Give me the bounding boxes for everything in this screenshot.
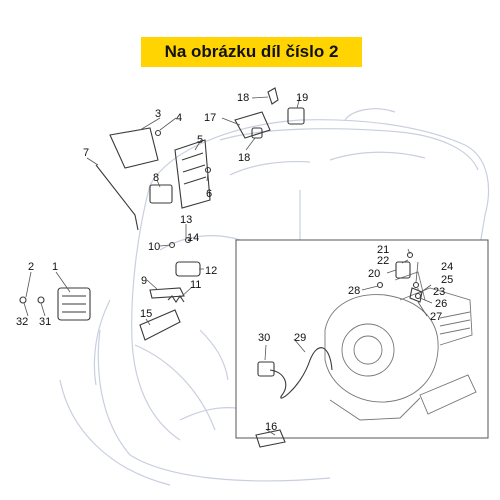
part-strap	[149, 287, 185, 299]
callout-5: 5	[197, 134, 203, 146]
callout-11: 11	[190, 279, 201, 291]
callout-1: 1	[52, 261, 58, 273]
callout-26: 26	[435, 298, 447, 310]
part-cable	[269, 347, 333, 399]
callout-18-bottom: 18	[238, 152, 250, 164]
part-pickup	[257, 361, 275, 377]
callout-20: 20	[368, 268, 380, 280]
callout-7: 7	[83, 147, 89, 159]
callout-32: 32	[16, 316, 28, 328]
callout-25: 25	[441, 274, 453, 286]
scooter-frame-outline	[59, 108, 490, 486]
callout-19: 19	[296, 92, 308, 104]
part-switch	[175, 261, 201, 277]
part-bracket	[109, 127, 159, 169]
callout-29: 29	[294, 332, 306, 344]
part-screw-32	[19, 296, 27, 304]
callout-10: 10	[148, 241, 160, 253]
part-sensor	[267, 87, 279, 105]
callout-15: 15	[140, 308, 152, 320]
callout-17: 17	[204, 112, 216, 124]
callout-14: 14	[187, 232, 199, 244]
callout-labels: 1 2 3 4 5 6 7 8 9 10 11 12 13 14 15 16 1…	[16, 92, 453, 433]
callout-21: 21	[377, 244, 389, 256]
callout-31: 31	[39, 316, 51, 328]
callout-4: 4	[176, 112, 182, 124]
callout-9: 9	[141, 275, 147, 287]
part-clip	[255, 429, 286, 448]
callout-2: 2	[28, 261, 34, 273]
part-spring	[167, 295, 185, 303]
callout-8: 8	[153, 172, 159, 184]
callout-28: 28	[348, 285, 360, 297]
banner-text: Na obrázku díl číslo 2	[164, 42, 339, 61]
engine-drawing	[324, 271, 477, 421]
part-number-banner: Na obrázku díl číslo 2	[141, 37, 362, 67]
callout-24: 24	[441, 261, 453, 273]
part-plate	[139, 309, 181, 341]
part-sensor-bracket	[234, 111, 271, 139]
part-relay	[149, 184, 173, 204]
callout-22: 22	[377, 255, 389, 267]
part-regulator	[57, 287, 91, 321]
callout-12: 12	[205, 265, 217, 277]
callout-30: 30	[258, 332, 270, 344]
callout-27: 27	[430, 311, 442, 323]
leader-lines	[23, 96, 433, 436]
part-connector	[287, 107, 305, 125]
callout-6: 6	[206, 188, 212, 200]
parts-group	[19, 87, 423, 448]
part-cable-tie	[95, 164, 139, 231]
callout-3: 3	[155, 108, 161, 120]
part-washer-31	[37, 296, 45, 304]
callout-23: 23	[433, 286, 445, 298]
part-control-unit	[174, 139, 211, 209]
callout-13: 13	[180, 214, 192, 226]
engine-inset-box	[235, 239, 489, 439]
callout-16: 16	[265, 421, 277, 433]
callout-18-top: 18	[237, 92, 249, 104]
